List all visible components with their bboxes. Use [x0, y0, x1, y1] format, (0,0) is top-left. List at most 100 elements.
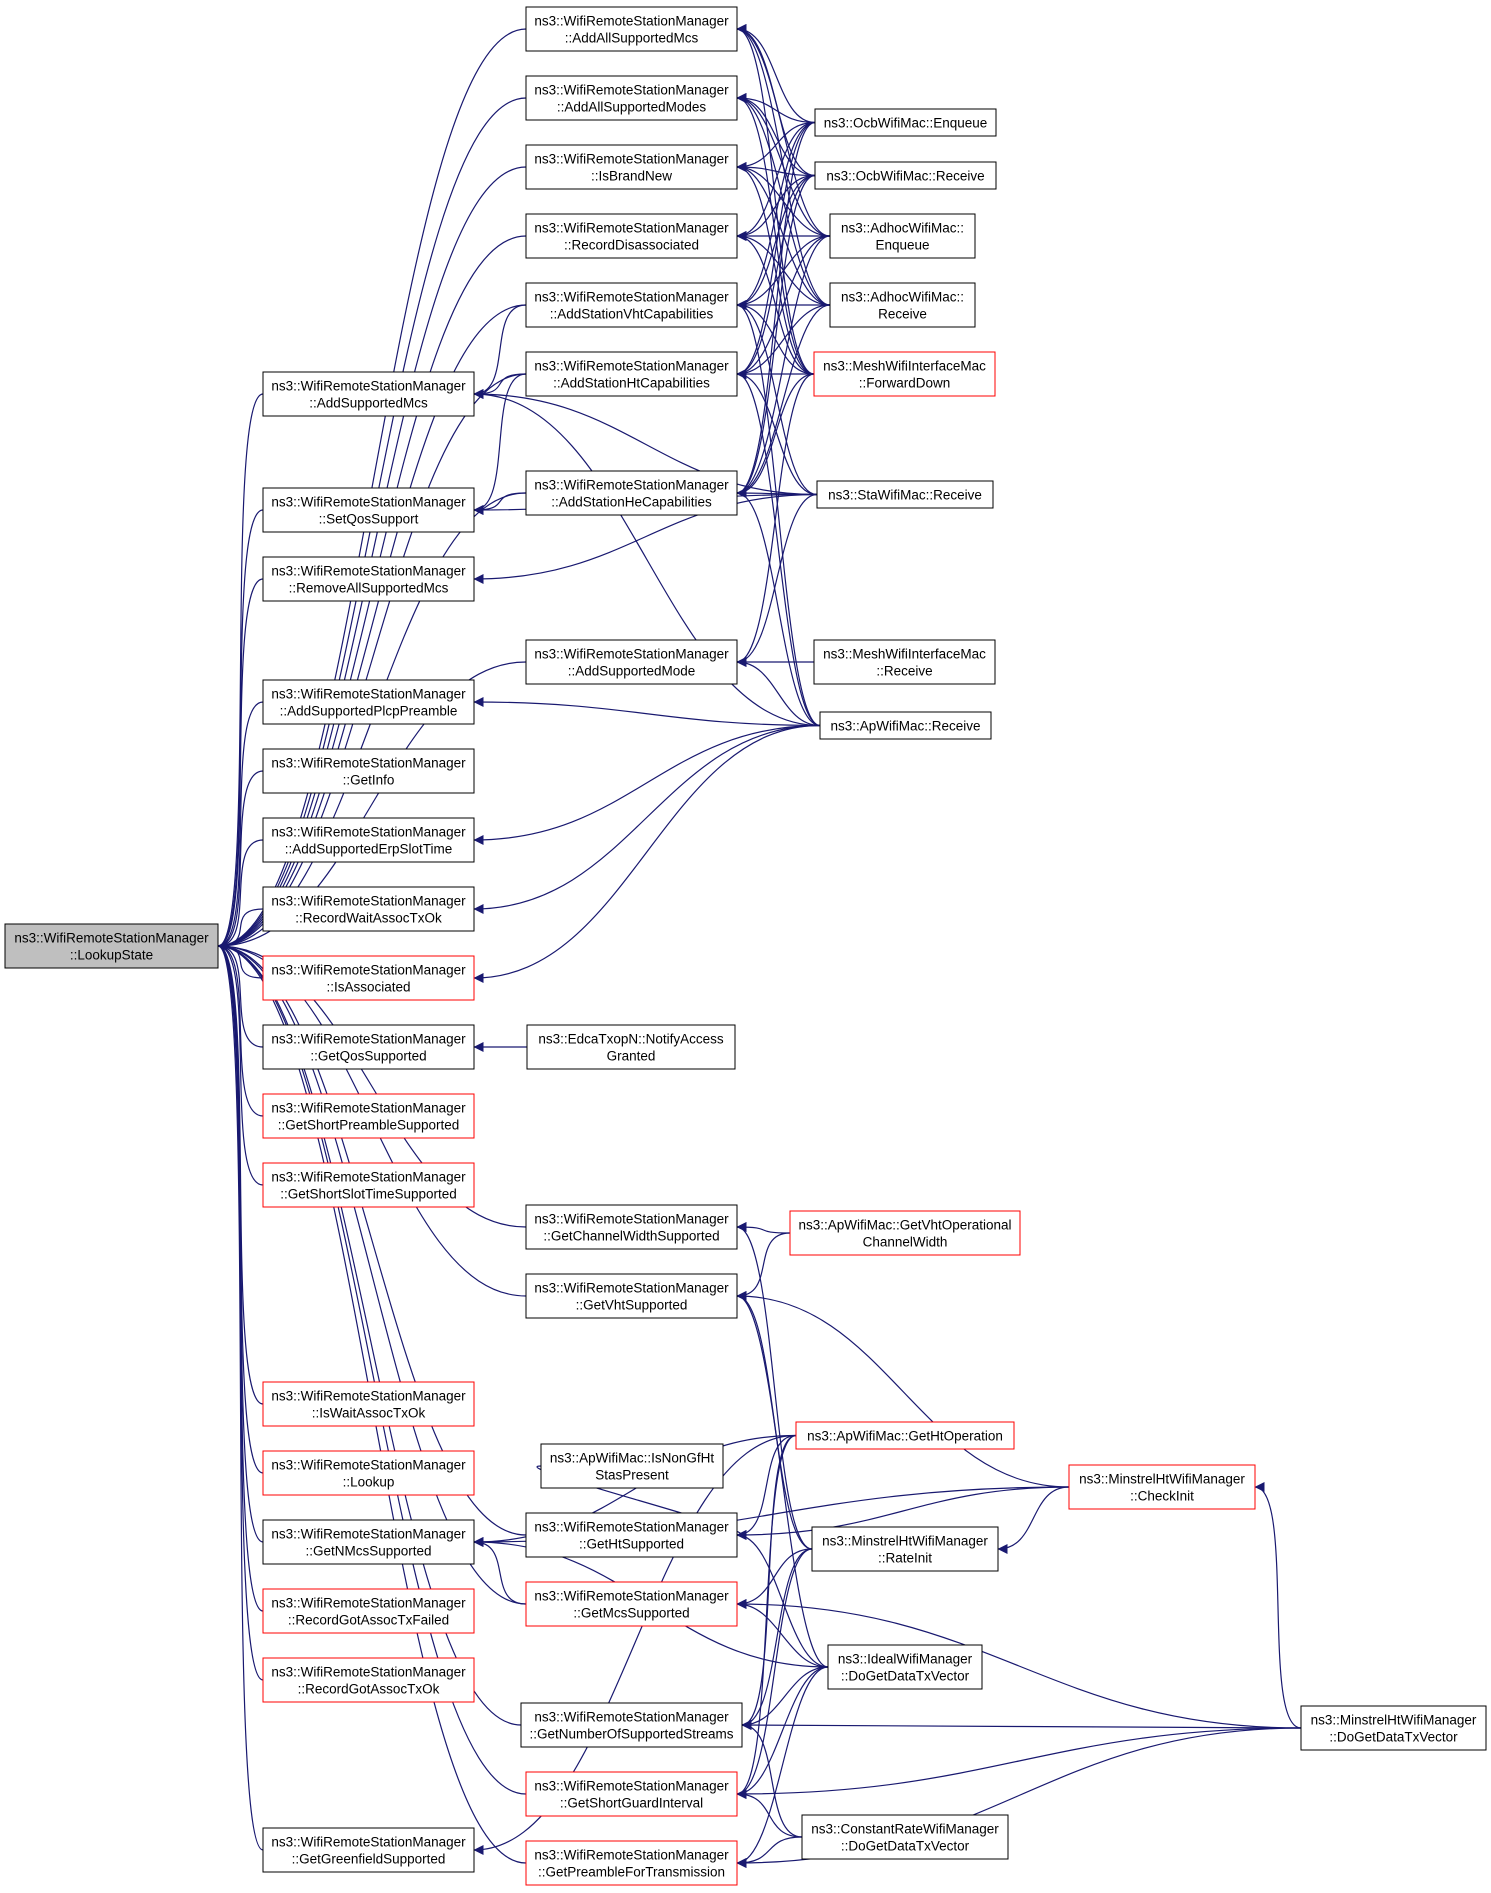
node-addSupportedPlcpPreamble[interactable]: ns3::WifiRemoteStationManager::AddSuppor… [262, 679, 475, 725]
node-box-getMcsSupported[interactable] [525, 1581, 738, 1627]
node-adhocEnqueue[interactable]: ns3::AdhocWifiMac::Enqueue [829, 213, 976, 259]
node-box-meshForwardDown[interactable] [813, 351, 996, 397]
node-getShortGuardInterval[interactable]: ns3::WifiRemoteStationManager::GetShortG… [525, 1771, 738, 1817]
node-getInfo[interactable]: ns3::WifiRemoteStationManager::GetInfo [262, 748, 475, 794]
node-addStationHeCapabilities[interactable]: ns3::WifiRemoteStationManager::AddStatio… [525, 470, 738, 516]
node-addAllSupportedModes[interactable]: ns3::WifiRemoteStationManager::AddAllSup… [525, 75, 738, 121]
node-recordWaitAssocTxOk[interactable]: ns3::WifiRemoteStationManager::RecordWai… [262, 886, 475, 932]
node-getNMcsSupported[interactable]: ns3::WifiRemoteStationManager::GetNMcsSu… [262, 1519, 475, 1565]
node-box-isNonGfHt[interactable] [540, 1443, 724, 1489]
node-apGetHtOp[interactable]: ns3::ApWifiMac::GetHtOperation [795, 1421, 1015, 1450]
node-box-recordGotAssocTxOk[interactable] [262, 1657, 475, 1703]
node-removeAllSupportedMcs[interactable]: ns3::WifiRemoteStationManager::RemoveAll… [262, 556, 475, 602]
node-setQosSupport[interactable]: ns3::WifiRemoteStationManager::SetQosSup… [262, 487, 475, 533]
node-isWaitAssocTxOk[interactable]: ns3::WifiRemoteStationManager::IsWaitAss… [262, 1381, 475, 1427]
node-ocbEnqueue[interactable]: ns3::OcbWifiMac::Enqueue [814, 108, 997, 137]
node-box-getChannelWidthSupported[interactable] [525, 1204, 738, 1250]
node-minstrelDoGet[interactable]: ns3::MinstrelHtWifiManager::DoGetDataTxV… [1300, 1705, 1487, 1751]
node-box-addAllSupportedMcs[interactable] [525, 6, 738, 52]
node-box-staReceive[interactable] [816, 480, 994, 509]
node-box-minstrelDoGet[interactable] [1300, 1705, 1487, 1751]
node-addStationHtCapabilities[interactable]: ns3::WifiRemoteStationManager::AddStatio… [525, 351, 738, 397]
node-apGetVhtOp[interactable]: ns3::ApWifiMac::GetVhtOperationalChannel… [789, 1210, 1021, 1256]
node-minstrelCheckInit[interactable]: ns3::MinstrelHtWifiManager::CheckInit [1068, 1464, 1256, 1510]
node-box-addStationHtCapabilities[interactable] [525, 351, 738, 397]
node-box-getVhtSupported[interactable] [525, 1273, 738, 1319]
node-addSupportedMode[interactable]: ns3::WifiRemoteStationManager::AddSuppor… [525, 639, 738, 685]
node-box-ocbEnqueue[interactable] [814, 108, 997, 137]
node-meshReceive[interactable]: ns3::MeshWifiInterfaceMac::Receive [813, 639, 996, 685]
node-box-minstrelCheckInit[interactable] [1068, 1464, 1256, 1510]
node-getQosSupported[interactable]: ns3::WifiRemoteStationManager::GetQosSup… [262, 1024, 475, 1070]
node-getMcsSupported[interactable]: ns3::WifiRemoteStationManager::GetMcsSup… [525, 1581, 738, 1627]
node-box-addStationHeCapabilities[interactable] [525, 470, 738, 516]
node-apReceive[interactable]: ns3::ApWifiMac::Receive [819, 711, 992, 740]
node-recordGotAssocTxFailed[interactable]: ns3::WifiRemoteStationManager::RecordGot… [262, 1588, 475, 1634]
node-box-addSupportedMode[interactable] [525, 639, 738, 685]
node-box-getShortSlotTimeSupported[interactable] [262, 1162, 475, 1208]
node-box-getInfo[interactable] [262, 748, 475, 794]
node-box-adhocReceive[interactable] [829, 282, 976, 328]
node-getShortPreambleSupported[interactable]: ns3::WifiRemoteStationManager::GetShortP… [262, 1093, 475, 1139]
node-getHtSupported[interactable]: ns3::WifiRemoteStationManager::GetHtSupp… [525, 1512, 738, 1558]
node-box-removeAllSupportedMcs[interactable] [262, 556, 475, 602]
node-recordGotAssocTxOk[interactable]: ns3::WifiRemoteStationManager::RecordGot… [262, 1657, 475, 1703]
node-box-getQosSupported[interactable] [262, 1024, 475, 1070]
node-recordDisassociated[interactable]: ns3::WifiRemoteStationManager::RecordDis… [525, 213, 738, 259]
node-box-ocbReceive[interactable] [814, 161, 997, 190]
node-box-getHtSupported[interactable] [525, 1512, 738, 1558]
node-staReceive[interactable]: ns3::StaWifiMac::Receive [816, 480, 994, 509]
node-root[interactable]: ns3::WifiRemoteStationManager::LookupSta… [4, 923, 219, 969]
node-box-getShortPreambleSupported[interactable] [262, 1093, 475, 1139]
node-box-getPreambleForTransmission[interactable] [525, 1840, 738, 1886]
node-box-addSupportedMcs[interactable] [262, 371, 475, 417]
node-getChannelWidthSupported[interactable]: ns3::WifiRemoteStationManager::GetChanne… [525, 1204, 738, 1250]
node-box-root[interactable] [4, 923, 219, 969]
node-addSupportedErpSlotTime[interactable]: ns3::WifiRemoteStationManager::AddSuppor… [262, 817, 475, 863]
node-addSupportedMcs[interactable]: ns3::WifiRemoteStationManager::AddSuppor… [262, 371, 475, 417]
node-box-addSupportedErpSlotTime[interactable] [262, 817, 475, 863]
node-box-adhocEnqueue[interactable] [829, 213, 976, 259]
node-getShortSlotTimeSupported[interactable]: ns3::WifiRemoteStationManager::GetShortS… [262, 1162, 475, 1208]
node-box-recordGotAssocTxFailed[interactable] [262, 1588, 475, 1634]
node-getGreenfieldSupported[interactable]: ns3::WifiRemoteStationManager::GetGreenf… [262, 1827, 475, 1873]
node-box-addAllSupportedModes[interactable] [525, 75, 738, 121]
node-box-addStationVhtCapabilities[interactable] [525, 282, 738, 328]
node-box-apGetHtOp[interactable] [795, 1421, 1015, 1450]
node-box-isAssociated[interactable] [262, 955, 475, 1001]
node-isAssociated[interactable]: ns3::WifiRemoteStationManager::IsAssocia… [262, 955, 475, 1001]
node-addAllSupportedMcs[interactable]: ns3::WifiRemoteStationManager::AddAllSup… [525, 6, 738, 52]
node-box-addSupportedPlcpPreamble[interactable] [262, 679, 475, 725]
node-box-setQosSupport[interactable] [262, 487, 475, 533]
node-box-isBrandNew[interactable] [525, 144, 738, 190]
node-minstrelRateInit[interactable]: ns3::MinstrelHtWifiManager::RateInit [811, 1526, 999, 1572]
node-box-apReceive[interactable] [819, 711, 992, 740]
node-box-getShortGuardInterval[interactable] [525, 1771, 738, 1817]
node-getVhtSupported[interactable]: ns3::WifiRemoteStationManager::GetVhtSup… [525, 1273, 738, 1319]
node-lookup[interactable]: ns3::WifiRemoteStationManager::Lookup [262, 1450, 475, 1496]
node-box-minstrelRateInit[interactable] [811, 1526, 999, 1572]
node-addStationVhtCapabilities[interactable]: ns3::WifiRemoteStationManager::AddStatio… [525, 282, 738, 328]
node-idealDoGet[interactable]: ns3::IdealWifiManager::DoGetDataTxVector [827, 1644, 983, 1690]
node-adhocReceive[interactable]: ns3::AdhocWifiMac::Receive [829, 282, 976, 328]
node-meshForwardDown[interactable]: ns3::MeshWifiInterfaceMac::ForwardDown [813, 351, 996, 397]
node-box-constantDoGet[interactable] [801, 1814, 1009, 1860]
node-constantDoGet[interactable]: ns3::ConstantRateWifiManager::DoGetDataT… [801, 1814, 1009, 1860]
node-box-meshReceive[interactable] [813, 639, 996, 685]
node-isBrandNew[interactable]: ns3::WifiRemoteStationManager::IsBrandNe… [525, 144, 738, 190]
node-ocbReceive[interactable]: ns3::OcbWifiMac::Receive [814, 161, 997, 190]
node-box-getNumberOfSupportedStreams[interactable] [520, 1702, 743, 1748]
node-box-edcaNotify[interactable] [526, 1024, 736, 1070]
node-getPreambleForTransmission[interactable]: ns3::WifiRemoteStationManager::GetPreamb… [525, 1840, 738, 1886]
node-box-recordWaitAssocTxOk[interactable] [262, 886, 475, 932]
node-box-idealDoGet[interactable] [827, 1644, 983, 1690]
node-box-getGreenfieldSupported[interactable] [262, 1827, 475, 1873]
node-getNumberOfSupportedStreams[interactable]: ns3::WifiRemoteStationManager::GetNumber… [520, 1702, 743, 1748]
node-box-lookup[interactable] [262, 1450, 475, 1496]
node-box-isWaitAssocTxOk[interactable] [262, 1381, 475, 1427]
node-box-apGetVhtOp[interactable] [789, 1210, 1021, 1256]
node-box-getNMcsSupported[interactable] [262, 1519, 475, 1565]
node-box-recordDisassociated[interactable] [525, 213, 738, 259]
